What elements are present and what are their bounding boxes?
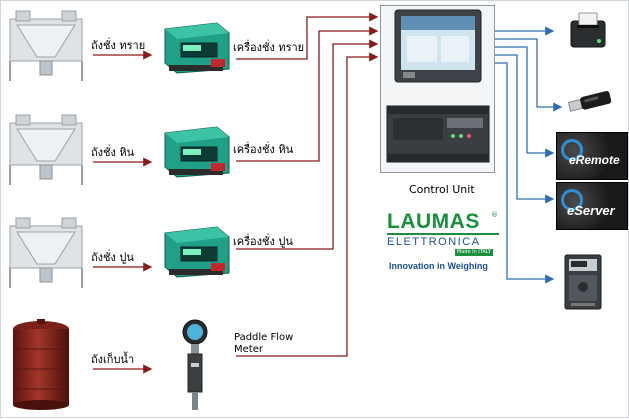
wire-to-inverter [495,62,555,284]
weight-indicator-sand [164,22,230,74]
eserver-software-box: eServer [556,182,628,230]
wire-to-eserver [495,54,555,204]
silo-stone-image [9,114,83,185]
label-silo-stone: ถังชั่ง หิน [91,146,135,159]
eremote-label: eRemote [569,153,620,167]
wire-flow-meter [236,52,379,357]
logo-tagline: Innovation in Weighing [389,261,488,271]
logo-brand-bottom: ELETTRONICA [387,233,499,248]
registered-mark-icon: ® [491,211,498,219]
eserver-label: eServer [567,203,615,218]
silo-cement-image [9,217,83,288]
silo-sand-image [9,10,83,81]
weight-indicator-cement [164,226,230,278]
wire-to-usb [495,38,563,112]
weight-indicator-stone [164,126,230,178]
label-scale-cement: เครื่องชั่ง ปูน [233,235,293,248]
usb-drive-icon [567,91,612,112]
label-water-tank: ถังเก็บน้ำ [91,353,135,366]
inverter-drive-icon [564,254,602,310]
label-control-unit: Control Unit [409,183,475,196]
laumas-logo: LAUMAS ® ELETTRONICA Made in ITALY Innov… [387,211,499,277]
eserver-swirl-icon [561,189,583,211]
label-silo-sand: ถังชั่ง ทราย [91,39,146,52]
control-unit-box [380,5,495,173]
paddle-flow-meter-image [182,319,208,410]
water-tank-image [13,319,69,410]
wire-scale-sand [236,12,379,60]
wire-scale-cement [236,39,379,250]
label-scale-stone: เครื่องชั่ง หิน [233,143,294,156]
eremote-swirl-icon [561,139,583,161]
printer-icon [570,12,606,48]
wire-to-eremote [495,46,555,158]
label-flow-meter-line2: Meter [234,344,263,355]
control-unit-devices [386,9,490,163]
logo-brand-top: LAUMAS [387,210,480,233]
wire-scale-stone [236,26,379,162]
label-flow-meter-line1: Paddle Flow [234,332,294,343]
eremote-software-box: eRemote [556,132,628,180]
label-silo-cement: ถังชั่ง ปูน [91,251,134,264]
logo-made-in: Made in ITALY [454,249,493,256]
label-scale-sand: เครื่องชั่ง ทราย [233,41,305,54]
